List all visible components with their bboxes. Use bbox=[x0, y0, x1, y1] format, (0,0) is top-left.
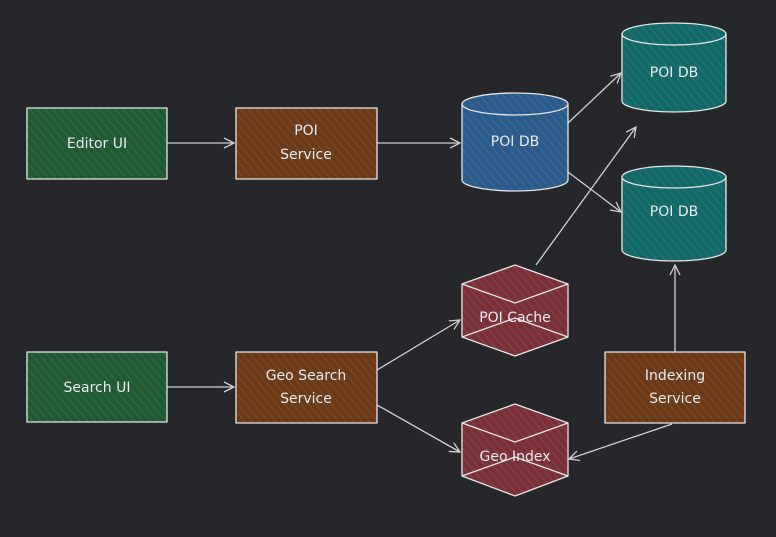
geo-search-service-box[interactable]: Geo Search Service bbox=[235, 351, 378, 424]
edge-geo-search-to-poi-cache bbox=[376, 320, 460, 371]
poi-db-replica-2-cylinder[interactable]: POI DB bbox=[621, 165, 727, 262]
poi-db-primary-label: POI DB bbox=[491, 134, 539, 150]
edge-geo-search-to-geo-index bbox=[376, 404, 460, 452]
indexing-service-label-line-1: Indexing bbox=[645, 368, 705, 384]
search-ui-label: Search UI bbox=[64, 380, 131, 396]
poi-service-label-line-1: POI bbox=[294, 123, 318, 139]
poi-service-label-line-2: Service bbox=[280, 147, 332, 163]
poi-service-box[interactable]: POI Service bbox=[235, 107, 378, 180]
edge-poi-db-to-replica-2 bbox=[567, 171, 621, 212]
poi-db-replica-1-cylinder[interactable]: POI DB bbox=[621, 22, 727, 113]
poi-db-replica-1-label: POI DB bbox=[650, 65, 698, 81]
poi-db-primary-cylinder[interactable]: POI DB bbox=[461, 92, 569, 192]
geo-search-service-label-line-2: Service bbox=[280, 391, 332, 407]
editor-ui-label: Editor UI bbox=[67, 136, 127, 152]
geo-index-label: Geo Index bbox=[479, 449, 550, 465]
search-ui-box[interactable]: Search UI bbox=[26, 351, 168, 423]
edges bbox=[167, 73, 675, 459]
poi-cache-shape[interactable]: POI Cache bbox=[461, 264, 569, 357]
editor-ui-box[interactable]: Editor UI bbox=[26, 107, 168, 180]
indexing-service-box[interactable]: Indexing Service bbox=[604, 351, 746, 424]
geo-index-shape[interactable]: Geo Index bbox=[461, 403, 569, 497]
edge-poi-cache-to-replica-1 bbox=[535, 127, 636, 266]
edge-poi-db-to-replica-1 bbox=[567, 73, 621, 124]
edge-indexing-to-geo-index bbox=[569, 423, 673, 459]
poi-db-replica-2-label: POI DB bbox=[650, 204, 698, 220]
indexing-service-label-line-2: Service bbox=[649, 391, 701, 407]
poi-cache-label: POI Cache bbox=[479, 310, 551, 326]
geo-search-service-label-line-1: Geo Search bbox=[266, 368, 347, 384]
